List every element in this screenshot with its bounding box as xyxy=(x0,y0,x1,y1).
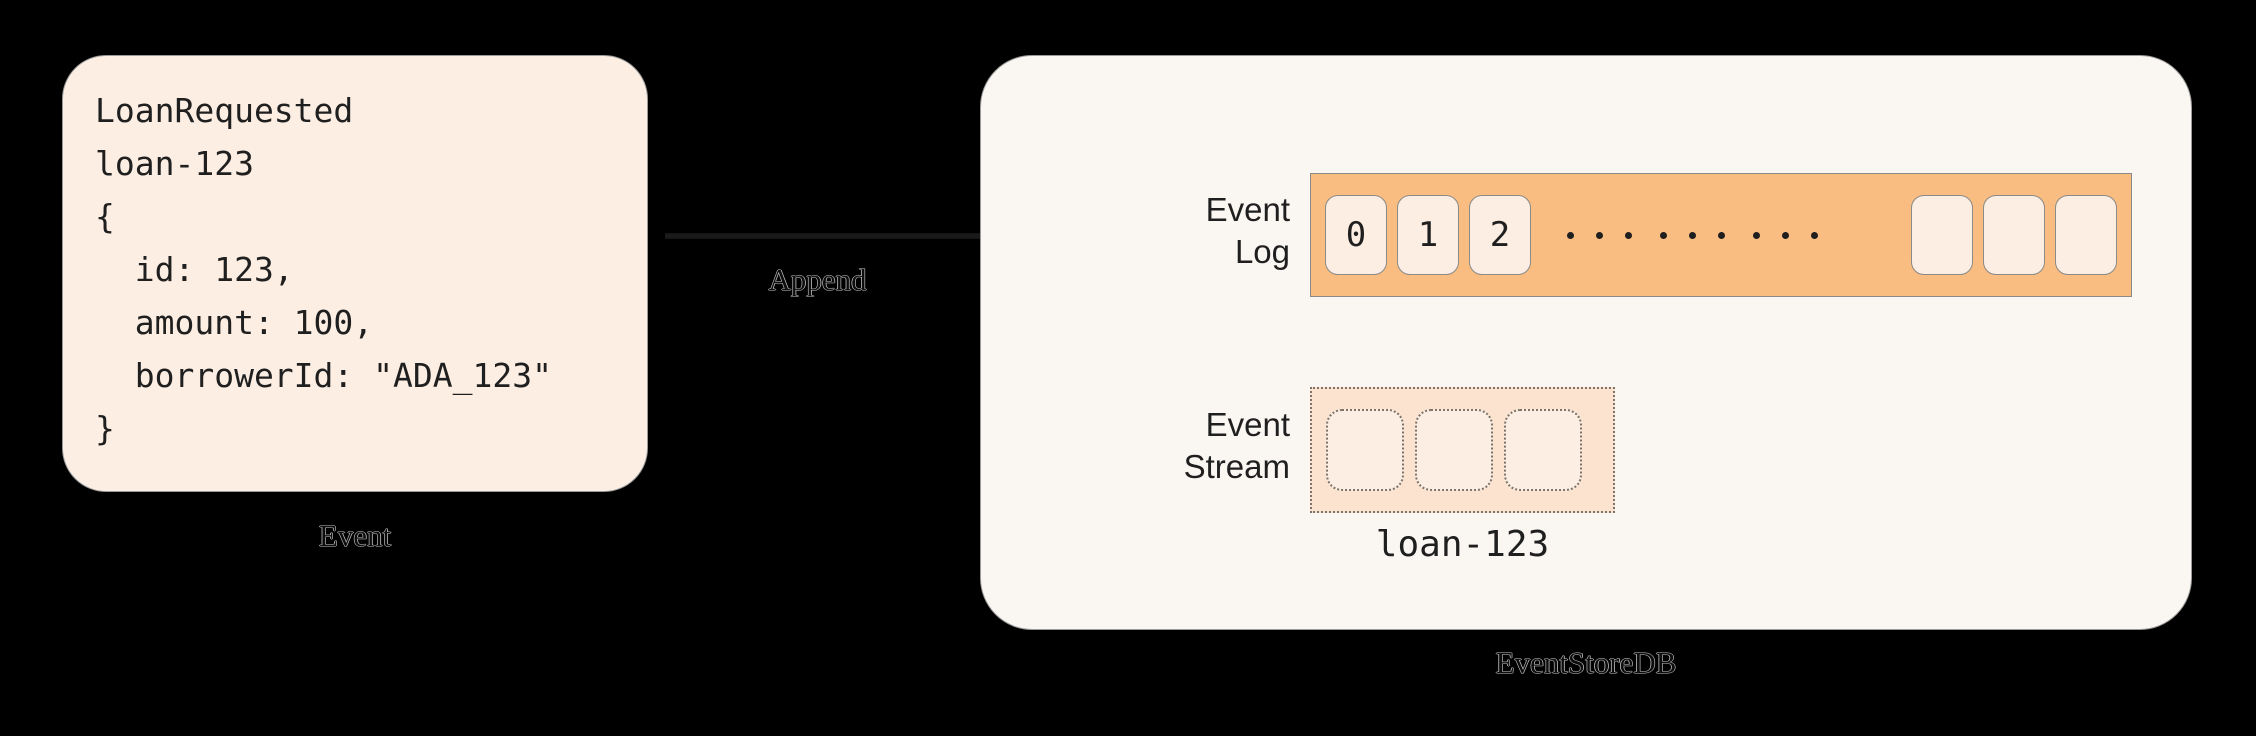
ellipsis-group xyxy=(1660,231,1725,239)
event-log-empty-cell[interactable] xyxy=(1911,195,1973,275)
ellipsis-dot xyxy=(1567,231,1574,239)
event-stream-box xyxy=(1310,387,1615,513)
event-log-bar: 0 1 2 xyxy=(1310,173,2132,297)
event-log-empty-cell[interactable] xyxy=(2055,195,2117,275)
event-card: LoanRequested loan-123 { id: 123, amount… xyxy=(62,55,648,492)
event-log-empty-cell[interactable] xyxy=(1983,195,2045,275)
event-stream-cell[interactable] xyxy=(1504,409,1582,491)
event-card-caption: Event xyxy=(318,518,392,553)
event-stream-name: loan-123 xyxy=(1375,524,1550,565)
ellipsis-dot xyxy=(1782,231,1789,239)
ellipsis-dot xyxy=(1718,231,1725,239)
ellipsis-dot xyxy=(1753,231,1760,239)
ellipsis-dot xyxy=(1660,231,1667,239)
event-log-ellipsis xyxy=(1567,231,1818,239)
ellipsis-dot xyxy=(1625,231,1632,239)
event-card-code: LoanRequested loan-123 { id: 123, amount… xyxy=(95,91,552,448)
event-log-label: Event Log xyxy=(1205,191,1290,270)
ellipsis-group xyxy=(1753,231,1818,239)
event-stream-cell[interactable] xyxy=(1415,409,1493,491)
event-stream-label: Event Stream xyxy=(1183,406,1290,485)
append-arrow-label: Append xyxy=(768,262,867,297)
event-stream-cell[interactable] xyxy=(1326,409,1404,491)
event-log-cell[interactable]: 2 xyxy=(1469,195,1531,275)
event-log-cell[interactable]: 1 xyxy=(1397,195,1459,275)
ellipsis-dot xyxy=(1811,231,1818,239)
ellipsis-dot xyxy=(1689,231,1696,239)
ellipsis-dot xyxy=(1596,231,1603,239)
ellipsis-group xyxy=(1567,231,1632,239)
event-log-cell[interactable]: 0 xyxy=(1325,195,1387,275)
eventstoredb-caption: EventStoreDB xyxy=(1495,645,1677,680)
eventstoredb-panel xyxy=(980,55,2192,630)
